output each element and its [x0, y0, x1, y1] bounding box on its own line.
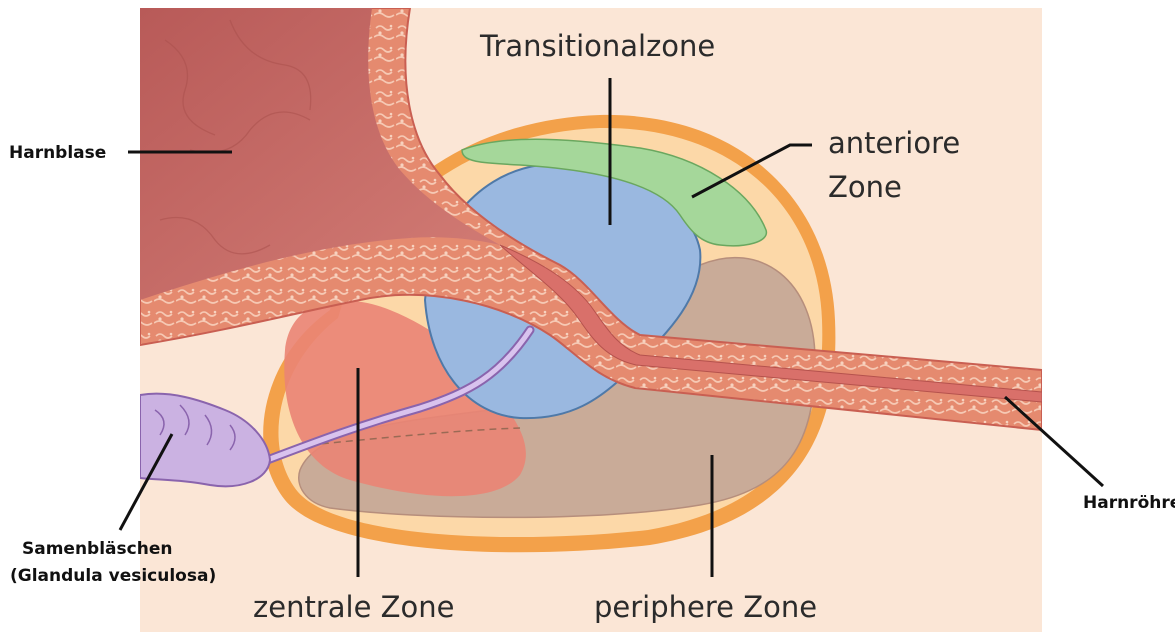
label-zentrale-zone: zentrale Zone — [253, 590, 454, 624]
label-anterior-line2: Zone — [828, 170, 902, 204]
label-samenblaeschen-line2: (Glandula vesiculosa) — [10, 566, 216, 586]
label-samenblaeschen-line1: Samenbläschen — [22, 539, 172, 559]
label-periphere-zone: periphere Zone — [594, 590, 817, 624]
label-harnroehre: Harnröhre — [1083, 493, 1175, 513]
label-harnblase: Harnblase — [9, 143, 106, 163]
label-transitionalzone: Transitionalzone — [479, 29, 715, 63]
label-anterior-line1: anteriore — [828, 126, 960, 160]
